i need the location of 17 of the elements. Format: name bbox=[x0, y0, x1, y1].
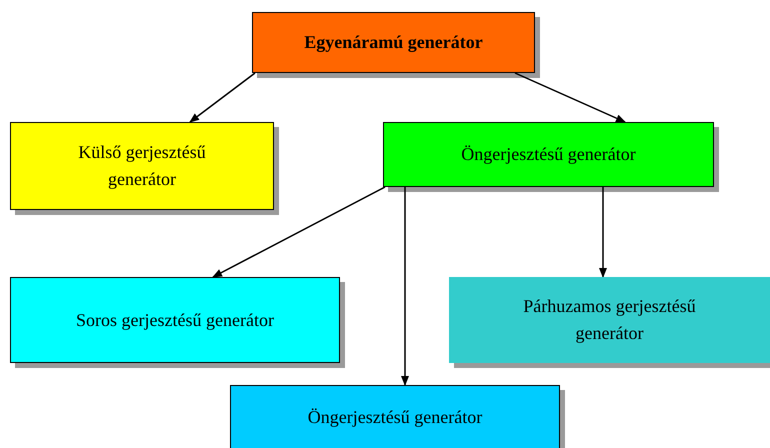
process-box bbox=[10, 277, 340, 363]
process-box bbox=[449, 277, 770, 363]
box-label: Párhuzamos gerjesztésű generátor bbox=[522, 295, 697, 345]
arrow bbox=[401, 187, 409, 386]
process-box bbox=[252, 12, 535, 73]
process-box bbox=[10, 122, 274, 210]
process-box bbox=[230, 385, 560, 448]
arrow bbox=[514, 72, 626, 123]
box-label: Egyenáramú generátor bbox=[304, 31, 483, 54]
box-label: Öngerjesztésű generátor bbox=[461, 143, 636, 166]
process-box bbox=[383, 122, 714, 187]
box-label: Soros gerjesztésű generátor bbox=[76, 308, 274, 332]
box-label: Külső gerjesztésű generátor bbox=[77, 141, 207, 191]
box-label: Öngerjesztésű generátor bbox=[308, 406, 482, 429]
arrow bbox=[212, 186, 386, 278]
arrow bbox=[189, 72, 256, 123]
arrow bbox=[599, 187, 607, 278]
